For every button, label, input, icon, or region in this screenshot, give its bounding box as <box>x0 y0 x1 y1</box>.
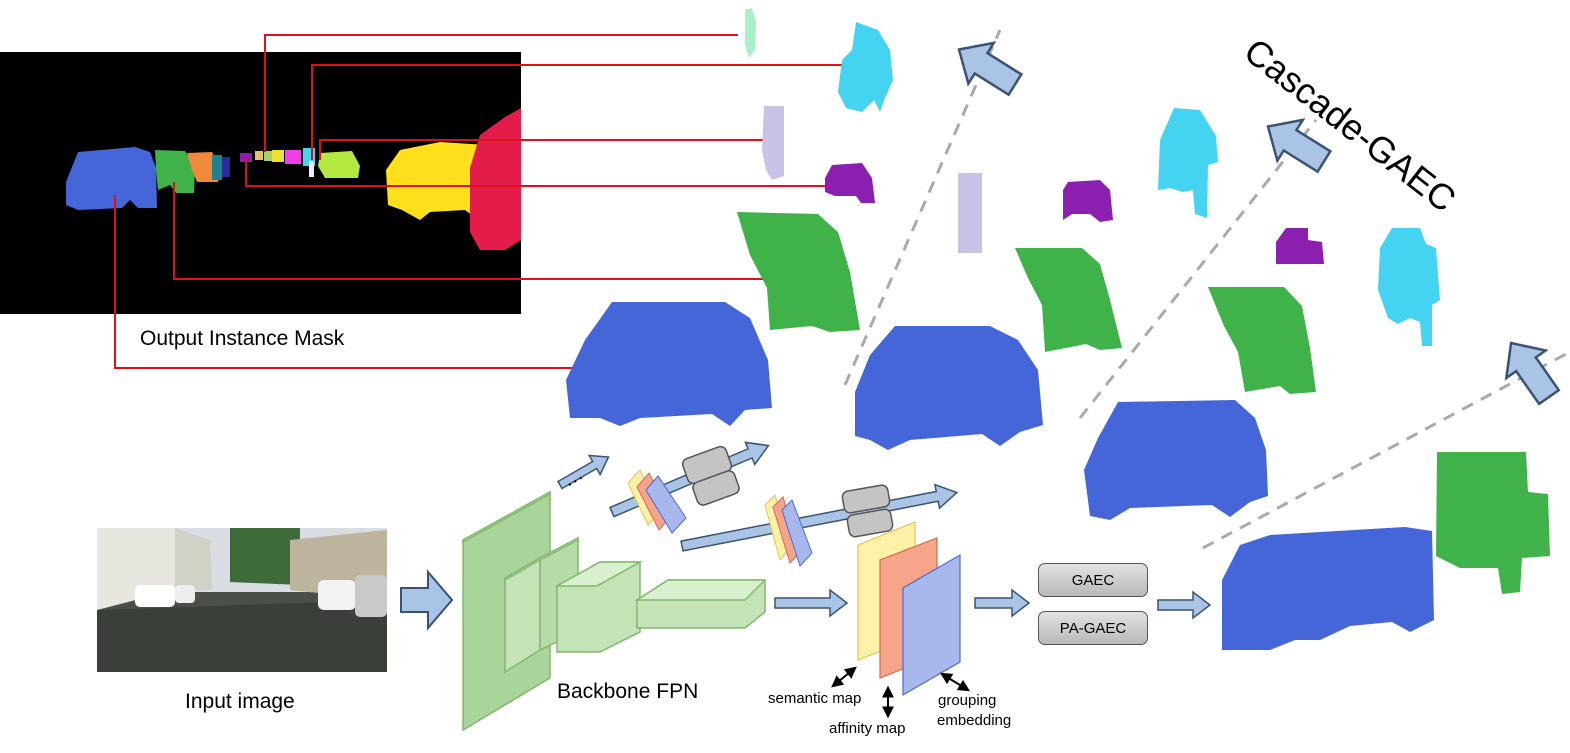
grouping-label-line2: embedding <box>937 712 1012 729</box>
backbone-fpn <box>462 490 767 732</box>
pa-gaec-box: PA-GAEC <box>1038 611 1148 645</box>
cascade-guide-lines <box>843 29 1567 550</box>
cascade-arrows <box>957 41 1561 406</box>
instances-stage-1 <box>566 8 893 426</box>
mini-map-stack-2 <box>764 494 813 567</box>
output-map-stack <box>857 521 961 697</box>
instances-stage-3 <box>1084 228 1550 650</box>
grey-blocks <box>681 445 894 538</box>
output-mask-label: Output Instance Mask <box>140 327 345 350</box>
input-image-label: Input image <box>185 690 295 713</box>
grouping-label-line1: grouping <box>938 692 997 709</box>
instances-stage-2 <box>855 108 1218 450</box>
semantic-map-label: semantic map <box>768 690 862 707</box>
input-image <box>97 528 387 672</box>
backbone-label: Backbone FPN <box>557 680 699 703</box>
input-arrow <box>400 569 454 631</box>
mask-connector-lines <box>114 34 870 369</box>
affinity-map-label: affinity map <box>829 720 906 737</box>
output-instance-mask <box>0 52 521 314</box>
gaec-box: GAEC <box>1038 563 1148 597</box>
map-label-arrows <box>831 666 971 719</box>
mini-map-stack-1 <box>627 469 687 534</box>
